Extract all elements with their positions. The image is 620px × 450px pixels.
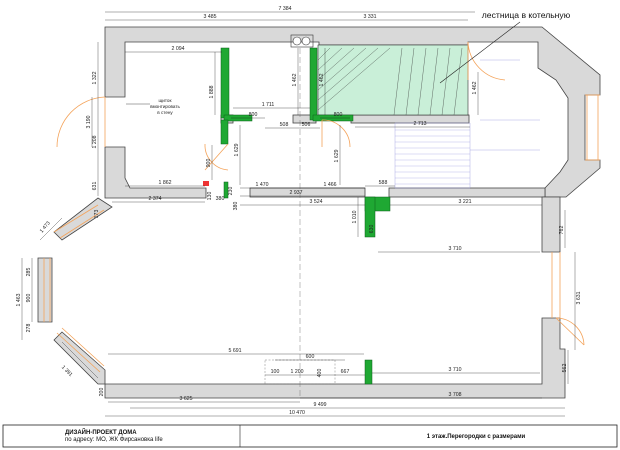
stair-tread	[317, 47, 391, 111]
exterior-walls	[37, 26, 601, 399]
dim-v-1888: 1 888	[209, 85, 215, 98]
dim-v-900: 900	[206, 159, 212, 168]
dim-800: 800	[249, 112, 258, 118]
dim-left-900: 900	[26, 294, 32, 303]
dim-v-630: 630	[369, 225, 375, 234]
dim-low-3710: 3 710	[449, 367, 462, 373]
stair-tread	[429, 47, 439, 116]
panel-note: щиток вмонтировать в стену	[150, 98, 180, 115]
dim-mid-2937: 2 937	[290, 190, 303, 196]
dim-mid-380b: 380	[233, 202, 239, 211]
dim-left-285: 285	[26, 268, 32, 277]
dim-mid-3524: 3 524	[310, 199, 323, 205]
dim-800b: 800	[334, 112, 343, 118]
dim-v-1462: 1 462	[292, 73, 298, 86]
dim-top-right: 3 331	[364, 14, 377, 20]
stair-tread	[317, 47, 379, 101]
title-project: ДИЗАЙН-ПРОЕКТ ДОМА	[65, 428, 137, 436]
dim-v-1629b: 1 629	[334, 149, 340, 162]
dim-mid-588: 588	[379, 180, 388, 186]
title-address: по адресу: МО, ЖК Фирсановка life	[65, 437, 163, 443]
title-sheet: 1 этаж.Перегородки с размерами	[427, 434, 526, 440]
dim-stair-width: 2 713	[414, 121, 427, 127]
doors-windows	[43, 41, 600, 373]
dim-left-1208: 1 208	[92, 135, 98, 148]
dim-left-1473: 1 473	[39, 220, 52, 234]
dim-bot-3625: 3 625	[180, 396, 193, 402]
dimension-lines	[21, 11, 576, 417]
stair-tread	[393, 47, 403, 116]
dim-v-1010: 1 010	[352, 210, 358, 223]
dim-v-1629: 1 629	[234, 143, 240, 156]
stair-tread	[405, 47, 415, 116]
stair-tread	[417, 47, 427, 116]
dim-low-667: 667	[341, 369, 350, 375]
dim-room-width: 2 094	[172, 46, 185, 52]
title-block: ДИЗАЙН-ПРОЕКТ ДОМА по адресу: МО, ЖК Фир…	[2, 424, 618, 448]
dim-bot-3708: 3 708	[449, 392, 462, 398]
dimension-labels: 7 384 3 485 3 331 2 094 1 711 800 508 50…	[16, 6, 582, 416]
stair-tread	[317, 47, 355, 81]
dim-bot-9499: 9 499	[314, 402, 327, 408]
panel-note-line-3: в стену	[157, 110, 173, 115]
stair-note-leader	[439, 21, 521, 84]
stair-tread	[317, 47, 343, 71]
dim-mid-1466: 1 466	[324, 182, 337, 188]
dim-left-1322: 1 322	[92, 71, 98, 84]
dim-low-562: 562	[562, 364, 568, 373]
dim-low-1200: 1 200	[291, 369, 304, 375]
dim-left-1463: 1 463	[16, 293, 22, 306]
dim-mid-3221: 3 221	[459, 199, 472, 205]
staircase	[317, 44, 540, 189]
dim-low-400: 400	[317, 369, 323, 378]
dim-left-1391: 1 391	[60, 365, 74, 379]
panel-note-line-2: вмонтировать	[150, 104, 180, 109]
dim-v-1462c: 1 462	[472, 81, 478, 94]
dim-r-3710: 3 710	[449, 246, 462, 252]
dim-mid-1470: 1 470	[256, 182, 269, 188]
dim-mid-1862: 1 862	[159, 180, 172, 186]
dim-r-3631: 3 631	[576, 291, 582, 304]
dim-room-width-b: 1 711	[262, 102, 275, 108]
dim-low-5691: 5 691	[229, 348, 242, 354]
dim-top-left: 3 485	[204, 14, 217, 20]
stair-tread	[453, 47, 463, 116]
dim-left-3190: 3 190	[86, 115, 92, 128]
stair-note: лестница в котельную	[482, 10, 571, 20]
dim-mid-130: 130	[207, 192, 213, 201]
dim-bot-10470: 10 470	[289, 410, 305, 416]
dim-bot-200: 200	[99, 388, 105, 397]
dim-v-762: 762	[559, 226, 565, 235]
dim-left-173: 173	[94, 210, 100, 219]
stair-tread	[317, 47, 367, 91]
dim-508: 508	[280, 122, 289, 128]
dim-506: 506	[302, 122, 311, 128]
dim-v-1462b: 1 462	[319, 73, 325, 86]
boiler-circles	[290, 34, 314, 48]
stair-tread	[317, 47, 331, 61]
stair-tread	[441, 47, 451, 116]
dim-low-100: 100	[271, 369, 280, 375]
dim-low-600: 600	[306, 354, 315, 360]
dim-top-total: 7 384	[279, 6, 292, 12]
dim-mid-380: 380	[216, 196, 225, 202]
panel-note-line-1: щиток	[159, 98, 173, 103]
dim-left-631: 631	[92, 182, 98, 191]
dim-mid-230: 230	[228, 187, 234, 196]
electrical-panel-marker	[203, 181, 209, 186]
dim-left-278: 278	[26, 324, 32, 333]
dim-mid-2374: 2 374	[149, 196, 162, 202]
